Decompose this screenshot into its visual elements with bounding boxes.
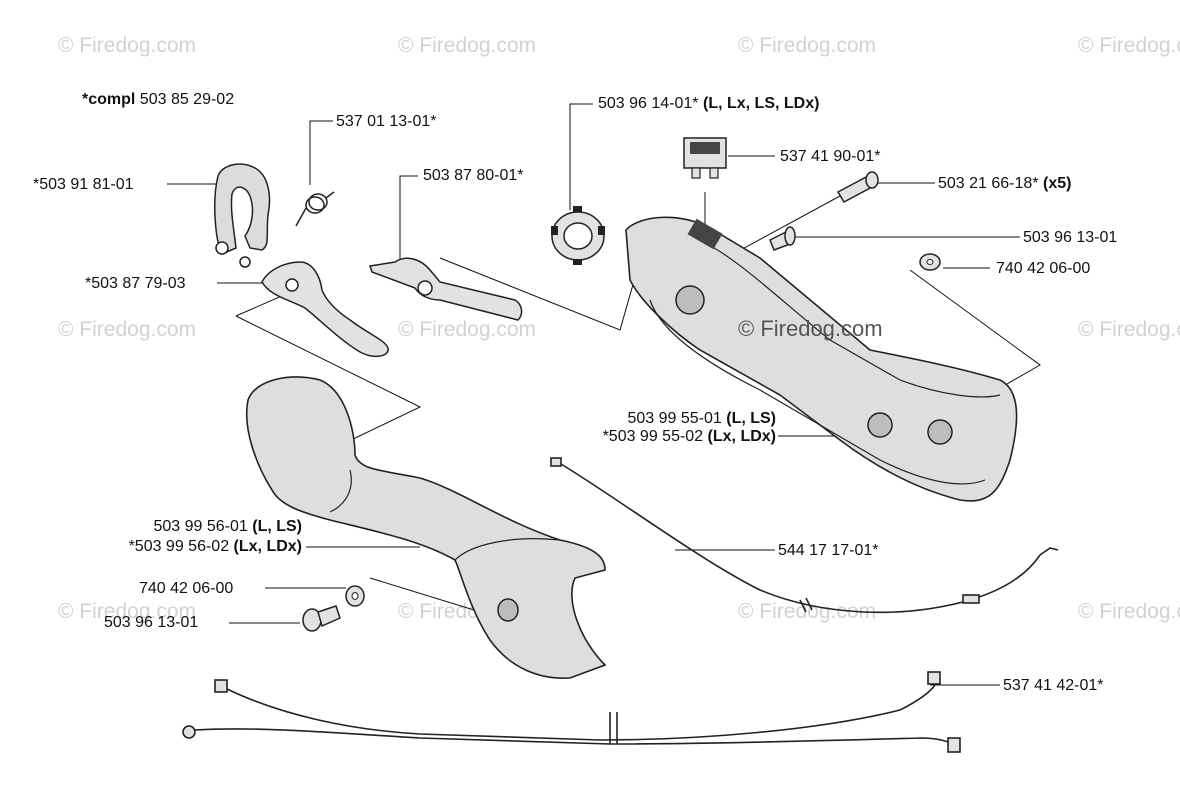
callout-variant: (Lx, LDx) (707, 428, 776, 445)
callout-label: 544 17 17-01* (778, 542, 879, 559)
callout-label: 740 42 06-00 (139, 580, 234, 597)
callout-number: 503 99 56-01 (153, 518, 248, 535)
watermark: © Firedog.com (1078, 600, 1180, 623)
callout-variant: (L, Lx, LS, LDx) (702, 95, 820, 112)
callout-variant: (x5) (1042, 175, 1072, 192)
handle-half-right (625, 216, 1018, 502)
screw (769, 226, 796, 251)
handle-clamp (214, 163, 271, 268)
callout-number: 503 99 55-01 (627, 410, 722, 427)
watermark: © Firedog.com (738, 600, 877, 623)
throttle-lockout (261, 261, 389, 358)
throttle-trigger (369, 257, 523, 321)
spring (295, 191, 335, 227)
handle-half-left (246, 376, 607, 679)
stop-cable (182, 671, 961, 753)
callout-label: 537 01 13-01* (336, 113, 437, 130)
callout-compl: *compl 503 85 29-02 (82, 91, 234, 109)
callout-variant: (L, LS) (726, 410, 776, 427)
switch (683, 137, 727, 179)
watermark: © Firedog.com (58, 34, 197, 57)
callout-label: *503 91 81-01 (33, 176, 134, 193)
throttle-cable (550, 457, 1059, 614)
callout-label: 503 21 66-18* (x5) (938, 175, 1071, 193)
assembly-line (909, 269, 1041, 389)
watermark: © Firedog.com (1078, 318, 1180, 341)
callout-label: 503 96 13-01 (1023, 229, 1118, 246)
watermark: © Firedog.com (1078, 34, 1180, 57)
callout-compl-prefix: *compl (82, 91, 136, 108)
assembly-line (235, 315, 422, 453)
callout-number: *503 99 56-02 (128, 538, 230, 555)
leader-line (569, 103, 593, 210)
callout-number: *503 99 55-02 (602, 428, 704, 445)
callout-label: 537 41 90-01* (780, 148, 881, 165)
callout-label: *503 99 55-02 (Lx, LDx) (520, 428, 776, 446)
callout-number: 503 21 66-18* (938, 175, 1039, 192)
washer (345, 585, 365, 607)
callout-number: 503 96 14-01* (598, 95, 699, 112)
callout-variant: (Lx, LDx) (233, 538, 302, 555)
leader-line (309, 120, 333, 185)
screw (302, 605, 341, 632)
callout-label: 503 96 14-01* (L, Lx, LS, LDx) (598, 95, 819, 113)
callout-label: 503 99 55-01 (L, LS) (560, 410, 776, 428)
callout-variant: (L, LS) (252, 518, 302, 535)
watermark: © Firedog.com (398, 34, 537, 57)
washer (919, 253, 941, 271)
watermark: © Firedog.com (398, 318, 537, 341)
callout-label: 503 96 13-01 (104, 614, 199, 631)
screw (836, 171, 879, 203)
callout-label: 503 87 80-01* (423, 167, 524, 184)
leader-line (399, 175, 418, 262)
watermark: © Firedog.com (58, 600, 197, 623)
callout-label: 740 42 06-00 (996, 260, 1091, 277)
callout-label: *503 87 79-03 (85, 275, 186, 292)
callout-label: 503 99 56-01 (L, LS) (80, 518, 302, 536)
gear-ring (551, 206, 605, 265)
watermark: © Firedog.com (738, 34, 877, 57)
callout-label: *503 99 56-02 (Lx, LDx) (40, 538, 302, 556)
watermark: © Firedog.com (58, 318, 197, 341)
callout-compl-number: 503 85 29-02 (139, 91, 235, 108)
callout-label: 537 41 42-01* (1003, 677, 1104, 694)
watermark-center: © Firedog.com (738, 316, 883, 341)
